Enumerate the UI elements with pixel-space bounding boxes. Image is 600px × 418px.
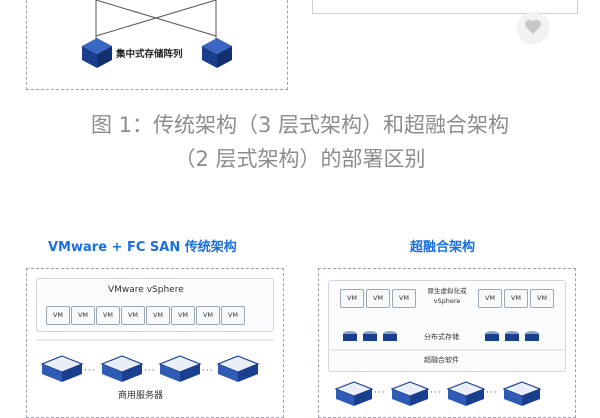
server-icon <box>158 355 202 382</box>
server-ellipsis: ··· <box>202 366 214 376</box>
vm-box: VM <box>121 306 145 325</box>
server-icon <box>446 381 486 406</box>
top-crossing-lines <box>95 0 217 44</box>
server-ellipsis: ··· <box>486 388 498 398</box>
server-icon <box>40 355 84 382</box>
server-icon <box>216 355 260 382</box>
server-icon <box>390 381 430 406</box>
vm-box: VM <box>71 306 95 325</box>
vm-box: VM <box>96 306 120 325</box>
vm-box: VM <box>171 306 195 325</box>
vm-box: VM <box>530 289 554 308</box>
virtualization-label: 原生虚拟化或 vSphere <box>427 287 467 305</box>
vsphere-label: VMware vSphere <box>108 285 184 295</box>
left-rack-divider <box>36 339 274 341</box>
hyper-software-label: 超融合软件 <box>424 356 459 364</box>
storage-cube-icon <box>202 38 232 68</box>
vm-box: VM <box>340 289 364 308</box>
like-button[interactable] <box>518 12 548 42</box>
server-ellipsis: ··· <box>430 388 442 398</box>
vm-box: VM <box>146 306 170 325</box>
left-diagram-title: VMware + FC SAN 传统架构 <box>48 240 237 255</box>
server-ellipsis: ··· <box>144 366 156 376</box>
storage-array-label: 集中式存储阵列 <box>116 49 183 60</box>
heart-icon <box>525 19 541 34</box>
right-divider <box>330 349 564 351</box>
storage-cube-icon <box>82 38 112 68</box>
server-ellipsis: ··· <box>84 366 96 376</box>
server-icon <box>100 355 144 382</box>
server-ellipsis: ··· <box>374 388 386 398</box>
disk-icon <box>485 331 539 341</box>
vm-box: VM <box>221 306 245 325</box>
servers-label: 商用服务器 <box>118 391 164 401</box>
figure-caption-line1: 图 1：传统架构（3 层式架构）和超融合架构 <box>90 113 510 137</box>
server-icon <box>502 381 542 406</box>
distributed-storage-label: 分布式存储 <box>424 333 459 341</box>
vm-box: VM <box>392 289 416 308</box>
right-diagram-title: 超融合架构 <box>410 240 476 255</box>
vm-box: VM <box>478 289 502 308</box>
vm-box: VM <box>504 289 528 308</box>
figure-caption-line2: （2 层式架构）的部署区别 <box>174 147 426 171</box>
server-icon <box>334 381 374 406</box>
top-right-frame <box>312 0 578 14</box>
vm-box: VM <box>366 289 390 308</box>
disk-icon <box>343 331 397 341</box>
top-storage-frame <box>26 0 288 90</box>
vm-box: VM <box>196 306 220 325</box>
vm-box: VM <box>46 306 70 325</box>
